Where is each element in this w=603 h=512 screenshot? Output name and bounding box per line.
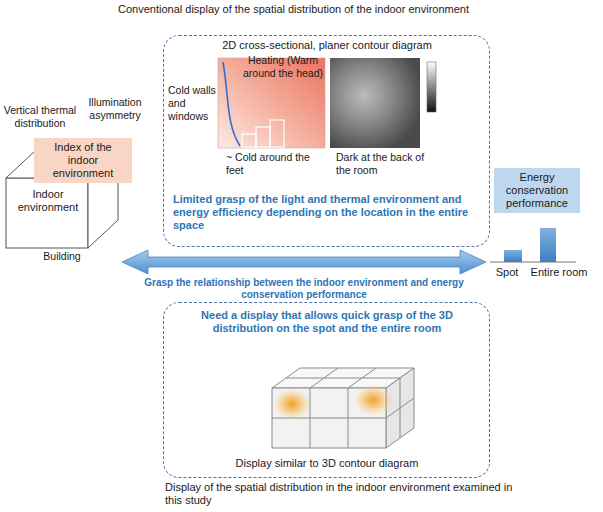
heater-step (242, 134, 256, 147)
node-text: Entire room (526, 266, 592, 279)
node-text: Spot (490, 266, 524, 279)
grayscale-bar (427, 62, 436, 112)
heat-glow (353, 384, 393, 416)
cube-caption: Building (32, 250, 92, 263)
spot-bar (504, 250, 522, 262)
node-text: Display similar to 3D contour diagram (177, 457, 477, 470)
heat-glow (272, 388, 312, 420)
figure-heading: Conventional display of the spatial dist… (118, 3, 488, 16)
building-cube: Indoor environment (4, 146, 122, 268)
illuminance-contour-image (330, 58, 420, 148)
node-text: Energy conservation performance (498, 171, 576, 210)
heater-step (270, 120, 284, 147)
node-text: Need a display that allows quick grasp o… (177, 309, 477, 335)
annotation-label: Dark at the back of the room (336, 151, 428, 177)
performance-box: Energy conservation performance (494, 168, 580, 213)
grid-3d-illustration (272, 368, 414, 448)
annotation-label: Heating (Warm around the head) (242, 54, 324, 80)
chart-axis (490, 262, 576, 263)
node-text: 2D cross-sectional, planer contour diagr… (202, 39, 452, 52)
bar-chart: SpotEntire room (486, 222, 594, 284)
node-text: Limited grasp of the light and thermal e… (173, 193, 485, 232)
connector-label: Grasp the relationship between the indoo… (139, 277, 469, 301)
cube-front-face (6, 178, 88, 248)
dashed-region: 2D cross-sectional, planer contour diagr… (163, 35, 490, 247)
index-label: Illumination asymmetry (80, 96, 150, 122)
node-text: Index of the indoor environment (38, 141, 128, 180)
cold-airflow-line (223, 62, 240, 146)
heater-step (256, 127, 270, 147)
grid-line (272, 418, 386, 419)
room-bar (540, 228, 556, 262)
node-text: Indoor environment (12, 188, 84, 214)
double-arrow (122, 250, 486, 274)
index-label: Vertical thermal distribution (2, 104, 78, 130)
grid-line (386, 398, 414, 418)
index-box: Index of the indoor environment (34, 138, 132, 183)
annotation-label: Cold walls and windows (168, 84, 218, 123)
grid-line (286, 378, 400, 379)
dashed-region: Need a display that allows quick grasp o… (163, 302, 490, 478)
figure-footer: Display of the spatial distribution in t… (165, 481, 525, 507)
annotation-label: ~ Cold around the feet (226, 151, 318, 177)
